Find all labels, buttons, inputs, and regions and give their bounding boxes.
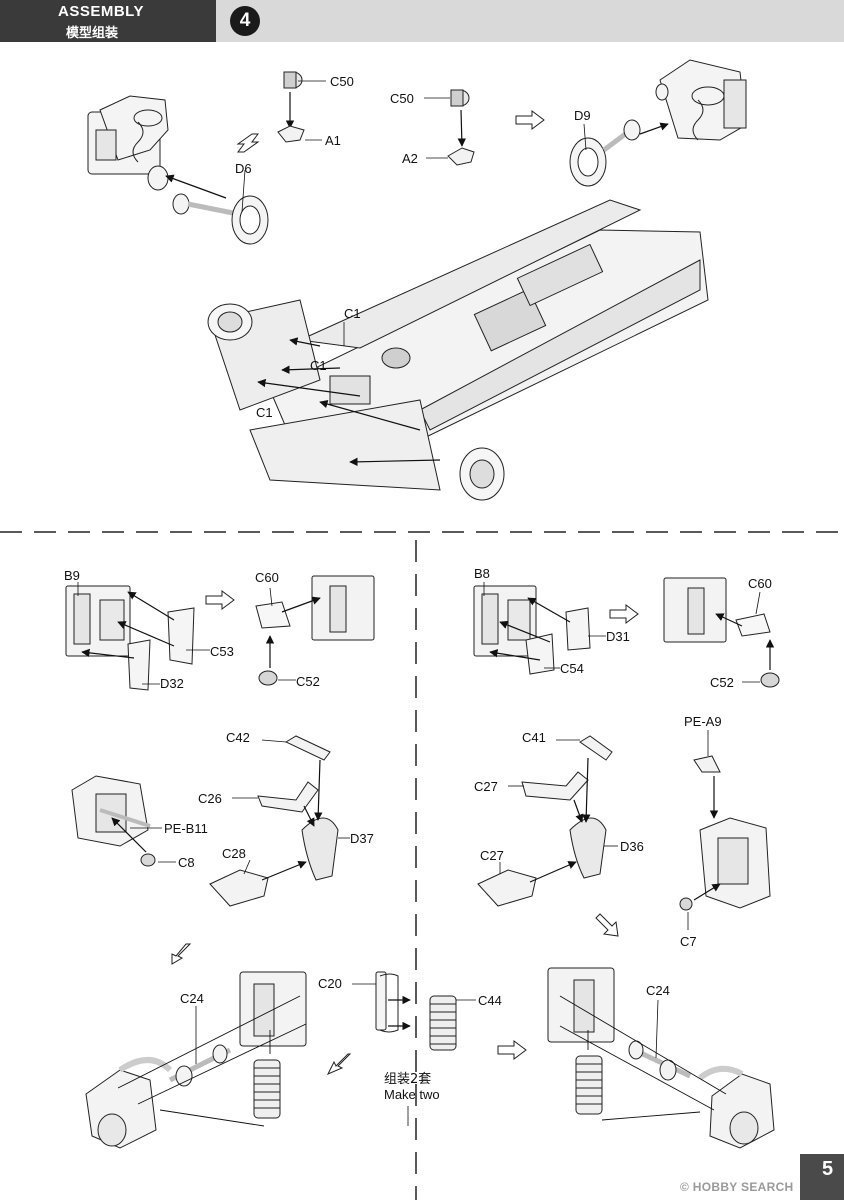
bolt-c7-part xyxy=(679,897,693,911)
bushing-c50-left xyxy=(283,71,303,89)
label-c26: C26 xyxy=(198,791,222,806)
arm-a2-part xyxy=(447,147,475,166)
label-c24-right: C24 xyxy=(646,983,670,998)
header-light-bar xyxy=(216,0,844,42)
page-number: 5 xyxy=(822,1158,834,1180)
frame-assembly-right xyxy=(663,577,771,643)
arm-c42-part xyxy=(284,735,331,761)
label-c7: C7 xyxy=(680,934,697,949)
arm-a1-part xyxy=(277,125,305,143)
label-c54: C54 xyxy=(560,661,584,676)
left-axle-shaft-part xyxy=(172,193,269,245)
direction-arrow-icon xyxy=(205,590,235,610)
bracket-c54-part xyxy=(525,633,555,675)
spring-c44-part xyxy=(429,995,457,1051)
header-title-zh: 模型组装 xyxy=(66,26,119,41)
watermark-text: © HOBBY SEARCH xyxy=(680,1180,794,1194)
direction-arrow-icon xyxy=(497,1040,527,1060)
bracket-d31-part xyxy=(565,607,591,651)
arm-c27-bot-part xyxy=(477,869,537,907)
knuckle-pe-b11-part xyxy=(71,775,151,847)
make-two-en-label: Make two xyxy=(384,1087,440,1102)
spring-right-part xyxy=(575,1055,603,1115)
final-assembly-left xyxy=(85,971,307,1149)
direction-arrow-icon xyxy=(236,133,260,153)
header-dark-bar xyxy=(0,0,216,42)
label-c1-bot: C1 xyxy=(256,405,273,420)
bushing-c52-right xyxy=(760,672,780,688)
label-d6: D6 xyxy=(235,161,252,176)
hub-d37-part xyxy=(301,817,339,881)
frame-b9-part xyxy=(65,585,131,657)
spring-left-part xyxy=(253,1059,281,1119)
left-knuckle-part xyxy=(87,95,169,191)
label-c60-right: C60 xyxy=(748,576,772,591)
label-c50-left: C50 xyxy=(330,74,354,89)
label-pe-a9: PE-A9 xyxy=(684,714,722,729)
arm-c41-part xyxy=(579,735,613,761)
bracket-d32-part xyxy=(127,639,151,691)
label-c28: C28 xyxy=(222,846,246,861)
label-pe-b11: PE-B11 xyxy=(164,821,208,836)
step-number-badge: 4 xyxy=(230,6,260,36)
hub-d36-part xyxy=(569,817,607,879)
label-b8: B8 xyxy=(474,566,490,581)
frame-assembly-left xyxy=(255,575,375,641)
label-d36: D36 xyxy=(620,839,644,854)
direction-arrow-icon xyxy=(326,1053,352,1075)
bushing-c50-right xyxy=(450,89,470,107)
spring-seat-c20-part xyxy=(375,971,399,1033)
header-title-en: ASSEMBLY xyxy=(58,3,144,20)
plate-pe-a9-part xyxy=(693,755,721,773)
label-c1-mid: C1 xyxy=(310,358,327,373)
label-c60-left: C60 xyxy=(255,570,279,585)
label-c1-top: C1 xyxy=(344,306,361,321)
label-d9: D9 xyxy=(574,108,591,123)
label-d31: D31 xyxy=(606,629,630,644)
label-b9: B9 xyxy=(64,568,80,583)
bolt-c8-part xyxy=(140,853,156,867)
label-c27-top: C27 xyxy=(474,779,498,794)
arm-c28-part xyxy=(209,869,269,907)
bracket-c53-part xyxy=(167,607,195,665)
make-two-zh-label: 组装2套 xyxy=(384,1071,431,1087)
arm-c26-part xyxy=(257,781,319,813)
label-c20: C20 xyxy=(318,976,342,991)
label-d37: D37 xyxy=(350,831,374,846)
label-c42: C42 xyxy=(226,730,250,745)
direction-arrow-icon xyxy=(609,604,639,624)
chassis-frame xyxy=(207,199,709,501)
label-c24-left: C24 xyxy=(180,991,204,1006)
page-number-box xyxy=(800,1154,844,1200)
direction-arrow-icon xyxy=(171,943,192,965)
right-knuckle-part xyxy=(655,59,747,141)
label-c53: C53 xyxy=(210,644,234,659)
page-header: ASSEMBLY 模型组装 4 xyxy=(0,0,844,42)
label-c52-right: C52 xyxy=(710,675,734,690)
direction-arrow-icon xyxy=(595,913,619,937)
label-c50-right: C50 xyxy=(390,91,414,106)
right-axle-shaft-part xyxy=(569,119,641,187)
direction-arrow-icon xyxy=(515,110,545,130)
label-c27-bot: C27 xyxy=(480,848,504,863)
label-a2: A2 xyxy=(402,151,418,166)
label-d32: D32 xyxy=(160,676,184,691)
arm-c27-top-part xyxy=(521,771,589,801)
label-c8: C8 xyxy=(178,855,195,870)
final-assembly-right xyxy=(547,967,775,1149)
label-a1: A1 xyxy=(325,133,341,148)
knuckle-right-mid-part xyxy=(699,817,771,909)
label-c44: C44 xyxy=(478,993,502,1008)
bushing-c52-left xyxy=(258,670,278,686)
label-c41: C41 xyxy=(522,730,546,745)
label-c52-left: C52 xyxy=(296,674,320,689)
